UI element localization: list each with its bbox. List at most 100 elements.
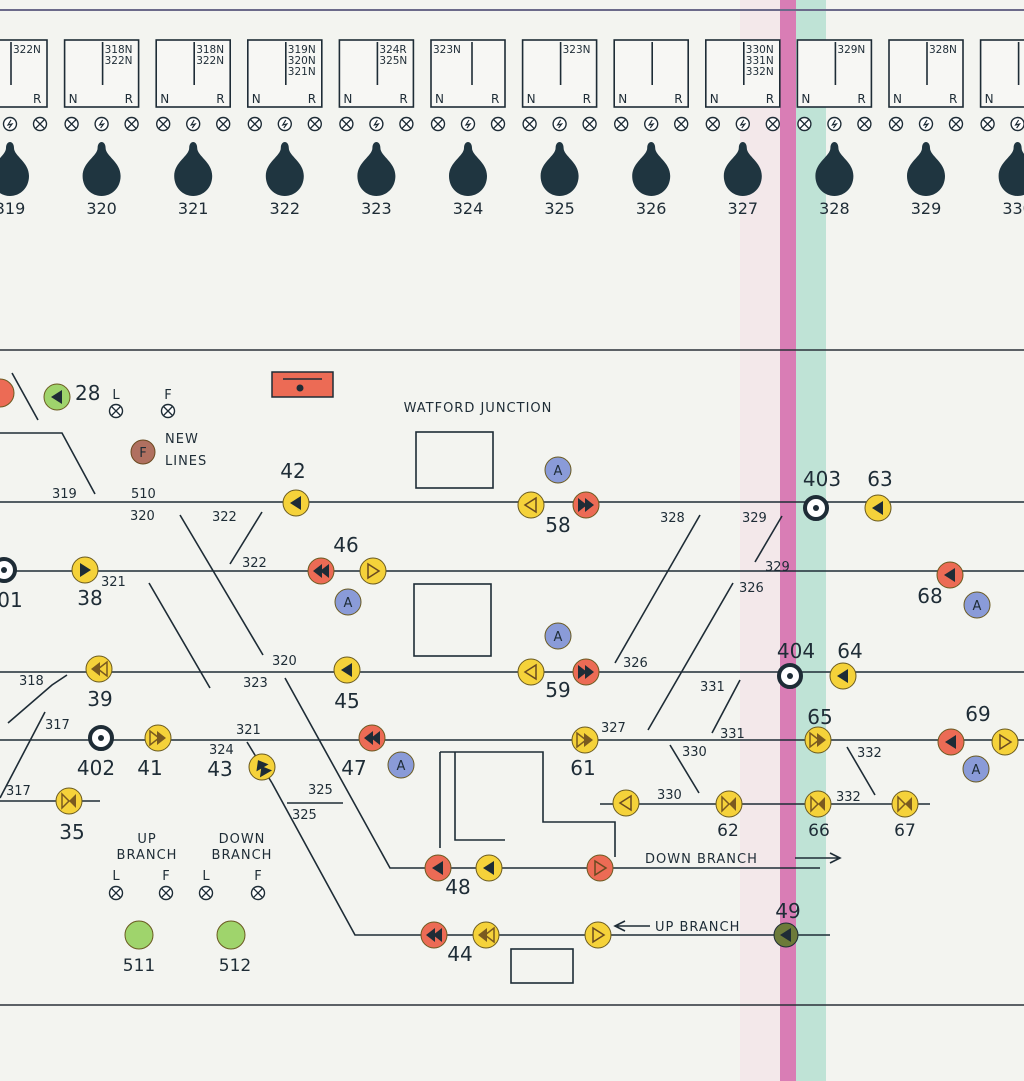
signal-402[interactable] (88, 725, 114, 751)
signal-66[interactable] (804, 790, 832, 818)
platform-box (415, 431, 494, 489)
signal-67[interactable] (891, 790, 919, 818)
power-lamp-icon (1010, 116, 1024, 132)
lever-handle[interactable] (815, 142, 854, 196)
signal-48[interactable] (424, 854, 452, 882)
track-line (614, 514, 701, 664)
signal-45[interactable] (333, 656, 361, 684)
signal-44-shunt[interactable] (472, 921, 500, 949)
signal-58-shunt[interactable] (517, 491, 545, 519)
signal-59[interactable] (572, 658, 600, 686)
signal-58[interactable] (572, 491, 600, 519)
signal-47[interactable] (358, 724, 386, 752)
signal-41[interactable] (144, 724, 172, 752)
lever-handle[interactable] (357, 142, 396, 196)
signal-down-branch[interactable] (586, 854, 614, 882)
lever-handle[interactable] (82, 142, 121, 196)
lock-label: 322N (105, 55, 133, 67)
signal-42[interactable] (282, 489, 310, 517)
lever-handle[interactable] (907, 142, 945, 196)
signal-label: 58 (545, 513, 570, 537)
signal-48-shunt[interactable] (475, 854, 503, 882)
signal-59-shunt[interactable] (517, 658, 545, 686)
signal-label: 43 (207, 757, 232, 781)
signal-64[interactable] (829, 662, 857, 690)
signal-68[interactable] (936, 561, 964, 589)
signal-43[interactable] (248, 753, 276, 781)
lever-handle[interactable] (540, 142, 579, 196)
approach-disc[interactable]: A (544, 456, 572, 484)
lock-label: 324R (379, 44, 406, 56)
signal-46-shunt[interactable] (359, 557, 387, 585)
panel-indicator-box (271, 371, 334, 398)
signal-44[interactable] (420, 921, 448, 949)
lever-handle[interactable] (449, 142, 487, 196)
lever-number: 322 (270, 199, 301, 218)
signal-63[interactable] (864, 494, 892, 522)
reverse-lamp-icon (948, 116, 964, 132)
signal-61[interactable] (571, 726, 599, 754)
signal-red[interactable] (0, 378, 15, 408)
signal-62[interactable] (715, 790, 743, 818)
reverse-label: R (766, 92, 774, 106)
normal-lamp-icon (247, 116, 263, 132)
approach-disc[interactable]: A (387, 751, 415, 779)
indicator-512[interactable] (216, 920, 246, 950)
power-lamp-icon (185, 116, 201, 132)
signal-shunt[interactable] (612, 789, 640, 817)
signal-403[interactable] (803, 495, 829, 521)
approach-disc[interactable]: A (962, 755, 990, 783)
lever-frame: 322NNR319 318N322NNR320318N322NNR321319N3… (0, 39, 1024, 218)
new-lines-disc[interactable]: F (130, 439, 156, 465)
signal-69[interactable] (937, 728, 965, 756)
lock-label: 325N (379, 55, 407, 67)
lock-label: 318N (105, 44, 133, 56)
approach-disc[interactable]: A (963, 591, 991, 619)
signal-35[interactable] (55, 787, 83, 815)
lever-handle[interactable] (998, 142, 1024, 196)
route-number: 325 (308, 783, 333, 798)
lever-330[interactable]: NR330 (979, 39, 1024, 218)
lamp-label: L (112, 388, 120, 403)
lever-handle[interactable] (265, 142, 304, 196)
track-diagram (0, 371, 1024, 984)
signal-404[interactable] (777, 663, 803, 689)
lever-handle[interactable] (0, 142, 29, 196)
signal-38[interactable] (71, 556, 99, 584)
lever-lock-box (979, 39, 1024, 108)
signal-65[interactable] (804, 726, 832, 754)
signal-up-branch[interactable] (584, 921, 612, 949)
approach-disc[interactable]: A (544, 622, 572, 650)
signal-401[interactable] (0, 557, 17, 583)
lever-handle[interactable] (723, 142, 762, 196)
signal-28[interactable] (43, 383, 71, 411)
approach-disc[interactable]: A (334, 588, 362, 616)
indicator-511[interactable] (124, 920, 154, 950)
signal-46[interactable] (307, 557, 335, 585)
lever-handle[interactable] (632, 142, 671, 196)
track-line (647, 582, 734, 731)
signal-label: 68 (917, 584, 942, 608)
indicator-lamp-icon (250, 885, 266, 901)
lamp-label: L (112, 869, 120, 884)
lever-handle[interactable] (174, 142, 213, 196)
signal-label: 38 (77, 586, 102, 610)
lever-319[interactable]: 322NNR319 (0, 39, 48, 218)
signal-69-shunt[interactable] (991, 728, 1019, 756)
signal-label: 42 (280, 459, 305, 483)
signal-39[interactable] (85, 655, 113, 683)
lever-lock-box (704, 39, 781, 108)
normal-label: N (435, 92, 444, 106)
signal-49[interactable] (773, 922, 799, 948)
lever-lock-box (430, 39, 506, 108)
